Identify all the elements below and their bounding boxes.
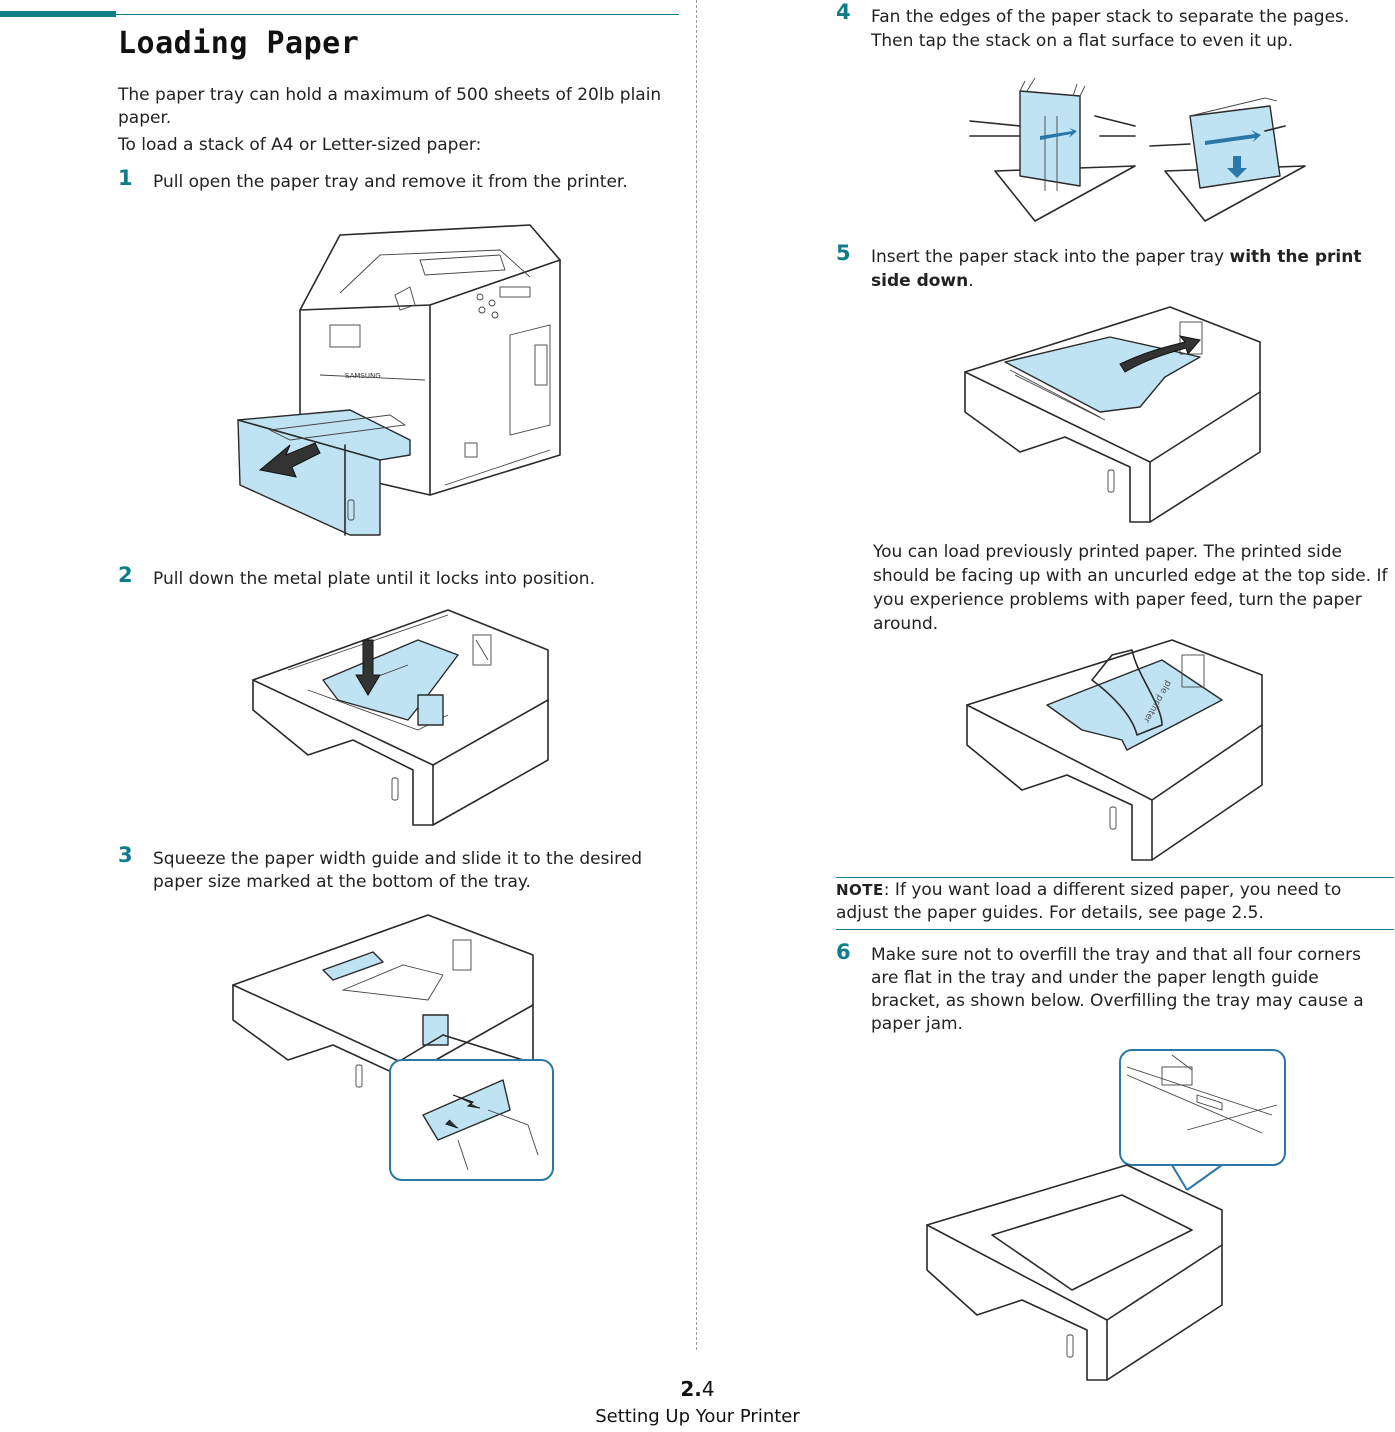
note-label: NOTE bbox=[836, 881, 884, 899]
step-5-text-bold: with the print side down bbox=[871, 247, 1362, 291]
header-rule bbox=[116, 14, 679, 15]
page-title: Loading Paper bbox=[118, 26, 360, 61]
fanning-paper-illustration bbox=[969, 77, 1306, 222]
intro-paragraph: The paper tray can hold a maximum of 500… bbox=[118, 85, 662, 128]
page-number-minor: 4 bbox=[701, 1377, 715, 1401]
step-6-number: 6 bbox=[836, 940, 851, 964]
note-rule-top bbox=[836, 877, 1394, 878]
step-5-note: You can load previously printed paper. T… bbox=[873, 542, 1388, 634]
step-5-text-after: . bbox=[968, 271, 974, 291]
full-tray-illustration bbox=[926, 1049, 1286, 1381]
column-divider bbox=[696, 0, 697, 1350]
printer-tray-illustration: SAMSUNG bbox=[237, 224, 561, 536]
printer-brand-label: SAMSUNG bbox=[345, 372, 381, 380]
step-4-text: Fan the edges of the paper stack to sepa… bbox=[871, 7, 1350, 51]
step-4-number: 4 bbox=[836, 0, 851, 24]
note-rule-bottom bbox=[836, 929, 1394, 930]
insert-paper-illustration bbox=[964, 306, 1261, 523]
step-5-text-before: Insert the paper stack into the paper tr… bbox=[871, 247, 1230, 267]
step-3-text: Squeeze the paper width guide and slide … bbox=[153, 849, 643, 892]
step-6-text: Make sure not to overfill the tray and t… bbox=[871, 945, 1364, 1034]
printed-paper-illustration: ple printer bbox=[966, 639, 1263, 861]
intro-instruction: To load a stack of A4 or Letter-sized pa… bbox=[118, 135, 482, 155]
step-2-number: 2 bbox=[118, 563, 133, 587]
step-5-text: Insert the paper stack into the paper tr… bbox=[871, 245, 1386, 293]
page-number-major: 2. bbox=[680, 1377, 702, 1401]
note-text: NOTE: If you want load a different sized… bbox=[836, 879, 1391, 925]
header-accent-bar bbox=[0, 11, 116, 17]
step-1-text: Pull open the paper tray and remove it f… bbox=[153, 172, 628, 192]
page-number: 2.4 bbox=[0, 1377, 1395, 1401]
step-2-text: Pull down the metal plate until it locks… bbox=[153, 569, 595, 589]
tray-metal-plate-illustration bbox=[252, 609, 549, 826]
step-5-number: 5 bbox=[836, 241, 851, 265]
step-3-number: 3 bbox=[118, 843, 133, 867]
paper-width-guide-illustration bbox=[232, 914, 554, 1181]
note-body: : If you want load a different sized pap… bbox=[836, 880, 1342, 923]
step-1-number: 1 bbox=[118, 166, 133, 190]
footer-chapter: Setting Up Your Printer bbox=[595, 1406, 800, 1427]
